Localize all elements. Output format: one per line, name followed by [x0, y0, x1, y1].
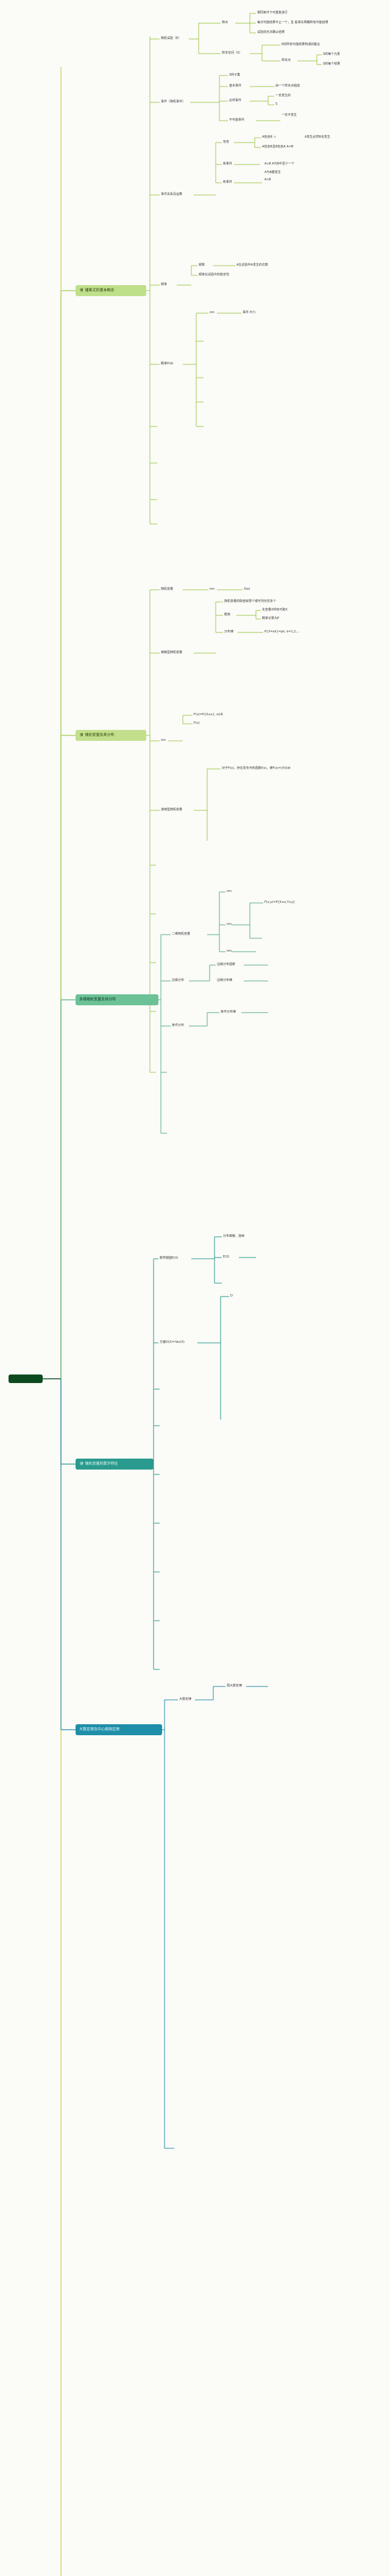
- lln-node[interactable]: 大数定律: [179, 1697, 192, 1701]
- topic-basic-concepts[interactable]: 🛡 播客式的基本概念: [76, 285, 146, 296]
- event-item-subset: S的子集: [229, 73, 241, 77]
- prob-axiom: nm: [210, 311, 215, 314]
- sample-point-item-1: S的每个元素: [323, 52, 341, 56]
- relation-product: 积事件: [223, 180, 233, 184]
- expect-item-1: 分布离散、连续: [223, 1234, 245, 1238]
- marginal-law: 边缘分布律: [217, 978, 233, 982]
- dist-fn-item-1: F(x)=P{X≤x}, x∈R: [194, 713, 223, 717]
- topic-limit-theorems[interactable]: 大数定律及中心极限定理: [76, 1724, 162, 1735]
- prob-node[interactable]: 概率P(A): [161, 362, 174, 366]
- certain-event-note: 一定发生的: [275, 94, 291, 97]
- crv-node[interactable]: 连续型随机变量: [161, 808, 183, 812]
- relation-sum: 和事件: [223, 162, 233, 166]
- drv-node[interactable]: 离散型随机变量: [161, 651, 183, 654]
- freq-item-count: 频数: [199, 263, 205, 267]
- drv-dist-item-1: 化变量X所有可取X: [262, 608, 288, 612]
- sum-note: A∪B A与B中至少一个: [264, 162, 294, 166]
- feature-label: 特点: [222, 21, 229, 24]
- sample-point: 样本点: [282, 58, 291, 62]
- contain-note: A包含B ⊃: [262, 135, 276, 139]
- sample-point-item-2: S的每个结果: [323, 62, 341, 66]
- event-item-certain: 必然事件: [229, 99, 242, 102]
- expect-item-2: E(X): [223, 1255, 230, 1259]
- law-note: P{X=xk}=pk, k=1,2,...: [264, 630, 300, 634]
- rv-x: nm: [210, 587, 215, 591]
- feature-item-2: 每次可能结果不止一个，且 能事先明确所有可能结果: [257, 21, 328, 24]
- topic-multi-dim-variables[interactable]: 多维随机变量及其分布: [76, 994, 158, 1005]
- drv-note: 随机变量的取值有限个或可列无穷多个: [224, 600, 277, 603]
- sample-space-note: E的所有可能结果构成的集合: [282, 43, 321, 46]
- sum-note-2: A与B都发生: [264, 171, 281, 174]
- impossible-event-note: 一定不发生: [282, 113, 297, 117]
- freq-note: A在试验中A发生的次数: [236, 263, 268, 267]
- freq-item-stability: 频率在试验中的稳定性: [199, 273, 230, 277]
- sample-space: 样本空间（S）: [222, 51, 243, 55]
- basic-event-note: 由一个样本点组成: [275, 84, 300, 88]
- two-dim-def: F(x,y)=P{X≤x,Y≤y}: [264, 901, 296, 904]
- cond-node[interactable]: 条件分布: [172, 1024, 185, 1027]
- drv-dist-item-2: 概率记录为P: [262, 617, 280, 620]
- marginal-node[interactable]: 边缘分布: [172, 978, 185, 982]
- event-item-basic: 基本事件: [229, 84, 242, 88]
- freq-node[interactable]: 频率: [161, 283, 168, 286]
- rv-node[interactable]: 随机变量: [161, 587, 174, 591]
- feature-item-3: 试验前无法确认结果: [257, 30, 285, 34]
- product-note: A∩B: [264, 178, 271, 182]
- prob-note: 事件 P(?): [243, 311, 256, 314]
- event-item-impossible: 不可能事件: [229, 118, 245, 122]
- certain-event-s: S: [275, 102, 278, 106]
- random-trial[interactable]: 随机试验（E）: [161, 37, 182, 40]
- relation-contain: 包含: [223, 140, 230, 144]
- two-dim-node[interactable]: 二维随机变量: [172, 932, 191, 936]
- var-node[interactable]: 方差D(X)=Var(X): [160, 1340, 185, 1344]
- drv-dist: 概率: [224, 613, 231, 617]
- marginal-fn: 边缘分布函数: [217, 963, 236, 966]
- crv-note: 对于F(x)，存在非负可积函数f(x)，使F(x)=∫f(t)dt: [222, 766, 291, 770]
- rv-def: X(e): [244, 587, 250, 591]
- dist-fn: nm: [161, 738, 166, 742]
- event-node[interactable]: 事件（随机事件）: [161, 100, 186, 104]
- law: 分布律: [224, 630, 234, 634]
- two-dim-item-3: nm: [227, 949, 232, 953]
- dist-fn-item-2: F(x): [194, 721, 200, 725]
- lln-item-1: 弱大数定律: [227, 1684, 243, 1688]
- var-item-1: D: [230, 1294, 233, 1298]
- two-dim-item-1: nm: [227, 890, 232, 893]
- cond-law: 条件分布律: [221, 1010, 236, 1014]
- two-dim-item-2: nm: [227, 922, 232, 926]
- relation-node[interactable]: 事件关系及运算: [161, 193, 183, 196]
- topic-numeric-characteristics[interactable]: 🛡 随机变量的数字特征: [76, 1459, 154, 1470]
- and-note: A包含B且B包含A A=B: [262, 145, 294, 149]
- contain-note-2: A发生必然B也发生: [305, 135, 330, 139]
- feature-item-1: 相同条件下可重复进行: [257, 11, 288, 15]
- expect-node[interactable]: 数学期望E(X): [160, 1256, 179, 1260]
- root-node[interactable]: [9, 1375, 43, 1383]
- topic-random-variables[interactable]: 🛡 随机变量及其分布: [76, 730, 146, 741]
